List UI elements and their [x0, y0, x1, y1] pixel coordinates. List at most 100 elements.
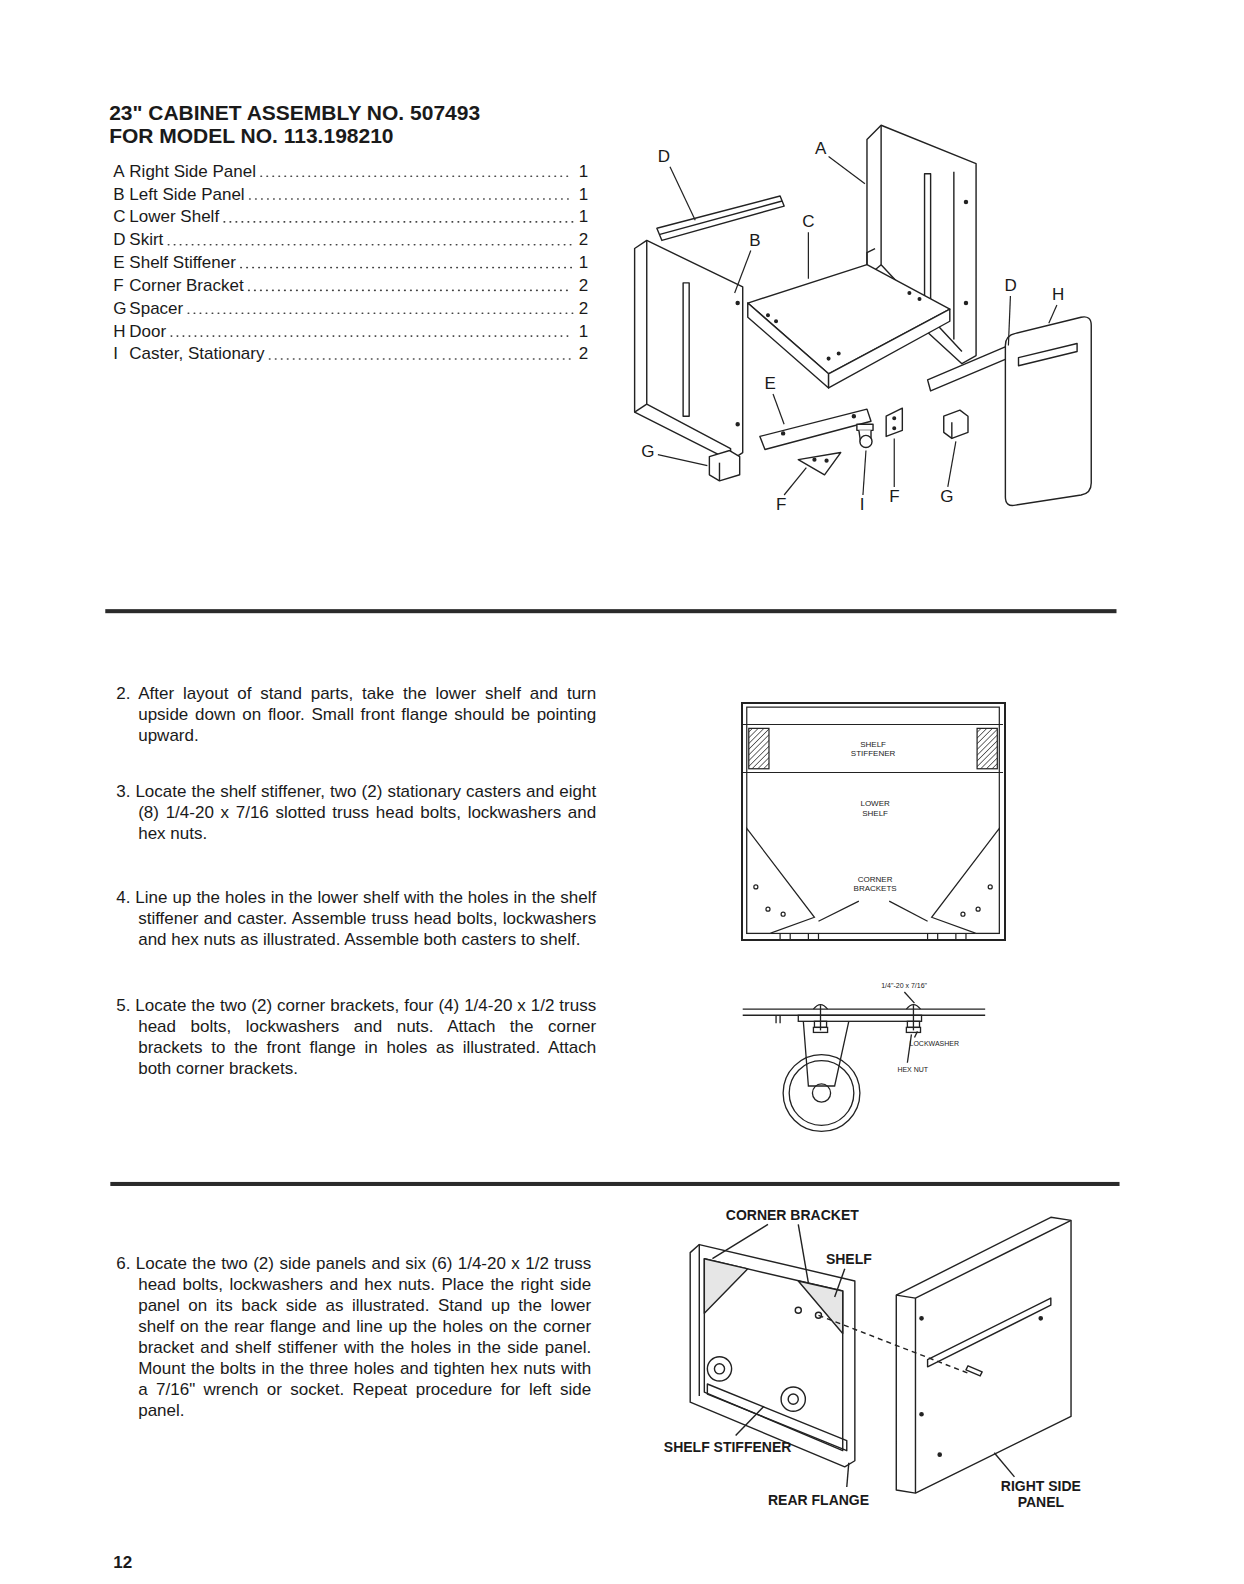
exploded-view-part	[918, 298, 921, 301]
side-panel-detail-part	[994, 1453, 1014, 1477]
caster-detail-part	[812, 1084, 830, 1102]
side-panel-detail-part	[712, 1224, 768, 1258]
exploded-view-part	[860, 435, 872, 447]
exploded-view-part	[719, 463, 720, 481]
exploded-view-part	[825, 459, 828, 462]
part-letter: C	[113, 207, 125, 227]
side-panel-detail-part	[707, 1357, 731, 1381]
side-panel-detail-part	[788, 1394, 798, 1404]
leader-line-part	[658, 455, 708, 466]
caster-detail-part	[789, 1061, 854, 1126]
exploded-view-part	[709, 451, 739, 481]
side-panel-detail-part	[690, 1245, 855, 1467]
node-text: SHELF STIFFENER	[849, 739, 897, 757]
callout-letter: D	[658, 147, 670, 167]
hardware-label: HEX NUT	[897, 1066, 928, 1074]
exploded-view-part	[736, 423, 739, 426]
side-panel-detail-part	[795, 1307, 801, 1313]
leader-line-part	[829, 157, 865, 184]
side-panel-detail-part	[835, 1269, 845, 1297]
instruction-step: 5. Locate the two (2) corner brackets, f…	[116, 995, 596, 1079]
side-panel-detail-part	[896, 1220, 1071, 1298]
exploded-view-part	[829, 309, 950, 388]
part-quantity: 1	[579, 185, 588, 205]
part-quantity: 1	[579, 207, 588, 227]
shelf-top-view-part	[747, 828, 815, 933]
part-letter: D	[113, 230, 125, 250]
shelf-top-view	[747, 707, 1000, 939]
shelf-top-view-box: LOWER SHELFCORNER BRACKETSSHELF STIFFENE…	[741, 702, 1006, 940]
callout-letter: G	[940, 487, 953, 507]
exploded-view-part	[852, 415, 855, 418]
exploded-view-part	[837, 352, 840, 355]
side-panel-detail-part	[699, 1245, 700, 1397]
leader-line-part	[784, 468, 806, 495]
exploded-view-part	[683, 283, 689, 416]
exploded-view-part	[893, 427, 896, 430]
shelf-top-view-part	[976, 907, 980, 911]
dot-leader	[241, 267, 573, 269]
dot-leader	[261, 175, 573, 177]
exploded-view-part	[748, 265, 950, 374]
side-panel-detail-part	[1039, 1317, 1042, 1320]
leader-line-part	[894, 438, 895, 486]
exploded-view-part	[748, 303, 829, 388]
part-name: Lower Shelf	[129, 207, 219, 227]
dot-leader	[249, 290, 573, 292]
exploded-view-part	[953, 172, 954, 340]
shelf-top-view-part	[977, 728, 997, 768]
caster-detail-part	[813, 1005, 920, 1010]
instruction-step: 4. Line up the holes in the lower shelf …	[116, 887, 596, 950]
part-name: Door	[129, 322, 166, 342]
instruction-step: 6. Locate the two (2) side panels and si…	[116, 1253, 591, 1421]
part-name: Spacer	[129, 299, 183, 319]
leader-line	[658, 157, 1057, 495]
side-panel-detail-part	[966, 1366, 982, 1376]
caster-detail-part	[783, 1055, 860, 1132]
side-panel-detail-part	[920, 1317, 923, 1320]
callout-letter: D	[1004, 276, 1016, 296]
callout-letter: E	[764, 374, 775, 394]
exploded-view-part	[635, 240, 743, 460]
shelf-top-view-part	[781, 912, 785, 916]
exploded-view-part	[647, 240, 731, 460]
exploded-view-part	[775, 320, 778, 323]
exploded-view-part	[1005, 317, 1091, 506]
part-name: Right Side Panel	[129, 162, 256, 182]
callout-letter: H	[1052, 285, 1064, 305]
dot-leader	[188, 312, 572, 314]
shelf-top-view-part	[754, 885, 758, 889]
leader-line-part	[670, 167, 695, 221]
side-panel-detail-part	[847, 1463, 849, 1487]
shelf-top-view-part	[961, 912, 965, 916]
dot-leader	[269, 358, 572, 360]
exploded-view-part	[928, 343, 1017, 390]
stiffener-band: SHELF STIFFENER	[743, 724, 1004, 773]
part-quantity: 2	[579, 344, 588, 364]
part-name: Corner Bracket	[129, 276, 243, 296]
exploded-view-part	[782, 432, 785, 435]
part-callout: SHELF STIFFENER	[664, 1439, 792, 1455]
exploded-view-part	[857, 424, 873, 430]
exploded-view-part	[660, 201, 782, 234]
part-letter: H	[113, 322, 125, 342]
leader-line-part	[773, 394, 784, 424]
exploded-view-part	[798, 453, 840, 475]
part-callout: RIGHT SIDE PANEL	[985, 1478, 1096, 1510]
caster-detail-part	[904, 992, 914, 1003]
exploded-view-part	[767, 314, 770, 317]
instruction-step: 2. After layout of stand parts, take the…	[116, 683, 596, 746]
side-panel-detail-part	[920, 1413, 923, 1416]
shelf-top-view-part	[932, 828, 1000, 933]
callout-letter: I	[860, 495, 865, 515]
exploded-view	[635, 125, 1092, 505]
exploded-view-part	[908, 292, 911, 295]
exploded-view-part	[1019, 343, 1078, 365]
caster-detail-part	[906, 1027, 920, 1032]
exploded-view-part	[951, 422, 952, 438]
part-quantity: 1	[579, 322, 588, 342]
side-panel-detail-part	[704, 1259, 747, 1314]
callout-letter: F	[776, 495, 786, 515]
part-name: Skirt	[129, 230, 163, 250]
